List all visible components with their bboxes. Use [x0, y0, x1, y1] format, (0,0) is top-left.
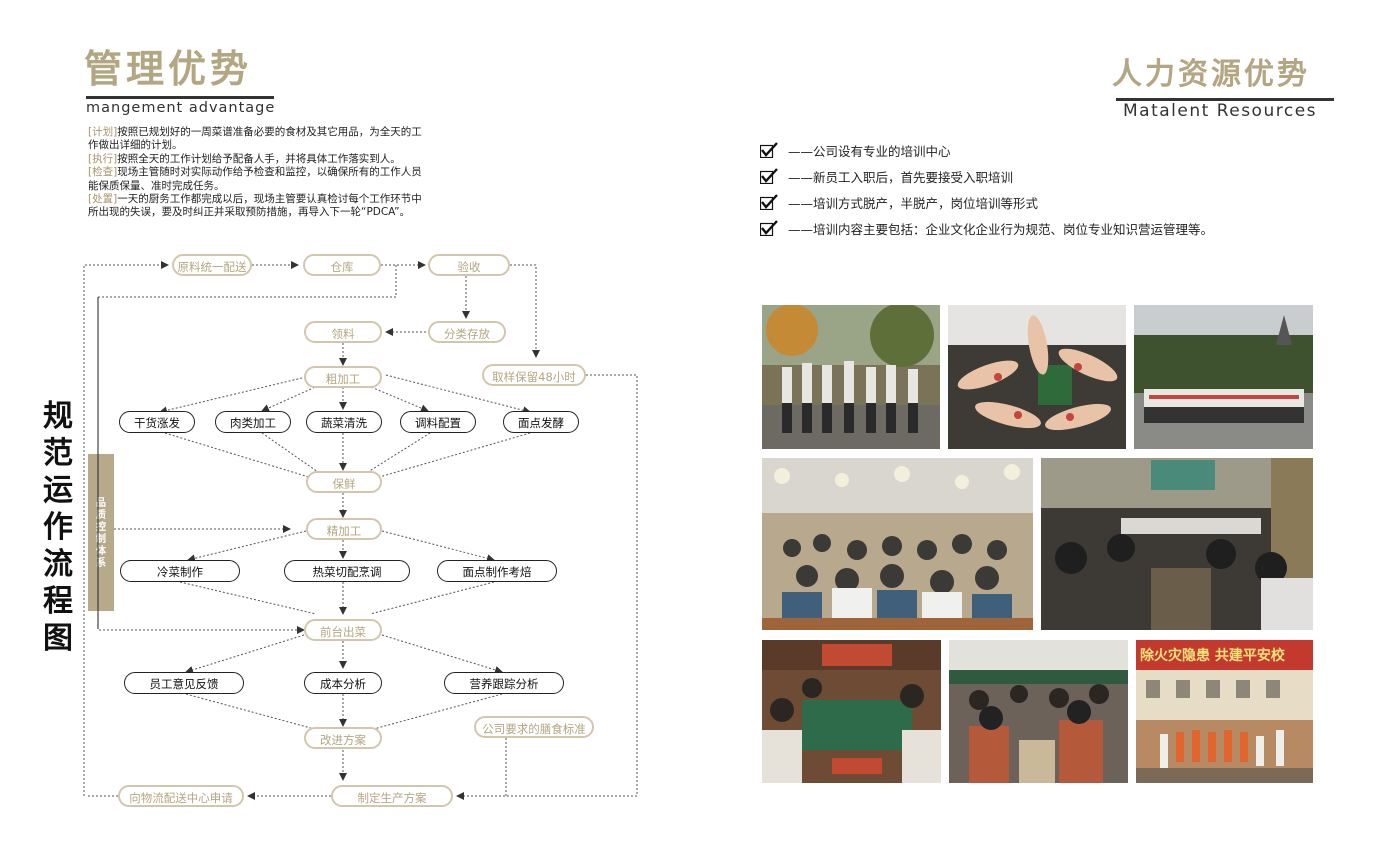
node-meat-process: 肉类加工 [215, 411, 291, 433]
node-hot-dish: 热菜切配烹调 [284, 560, 410, 582]
node-cold-dish: 冷菜制作 [120, 560, 240, 582]
intro-tag: [计划] [88, 126, 118, 138]
photo-conference-hall [762, 458, 1033, 630]
node-inspection: 验收 [428, 254, 510, 276]
checkbox-checked-icon [760, 194, 778, 210]
checkbox-checked-icon [760, 142, 778, 158]
vertical-title: 规范运作流程图 [38, 398, 78, 657]
checklist-item: ——培训方式脱产，半脱产，岗位培训等形式 [760, 189, 1213, 215]
checkbox-checked-icon [760, 168, 778, 184]
node-company-std: 公司要求的膳食标准 [474, 716, 594, 738]
node-cost-analysis: 成本分析 [304, 672, 382, 694]
photo-fire-safety: 除火灾隐患 共建平安校 [1136, 640, 1313, 783]
node-classify-store: 分类存放 [428, 321, 506, 343]
right-title-underline [1116, 98, 1334, 101]
management-intro: [计划]按照已规划好的一周菜谱准备必要的食材及其它用品，为全天的工作做出详细的计… [88, 126, 422, 220]
node-preserve: 保鲜 [306, 471, 382, 493]
flow-connectors [83, 261, 638, 800]
photo-round-table [762, 640, 941, 783]
banner-text: 除火灾隐患 共建平安校 [1140, 647, 1286, 664]
right-title: 人力资源优势 [1112, 57, 1310, 92]
node-production-plan: 制定生产方案 [331, 785, 453, 807]
right-subtitle: Matalent Resources [1123, 101, 1318, 121]
checklist-text: ——培训方式脱产，半脱产，岗位培训等形式 [788, 195, 1039, 211]
node-raw-material: 原料统一配送 [172, 254, 252, 276]
vertical-title-char: 运 [43, 473, 73, 508]
intro-tag: [处置] [88, 193, 118, 206]
qc-label-char: 体 [96, 546, 106, 557]
node-dough: 面点发酵 [503, 411, 579, 433]
photo-hands-circle [948, 305, 1126, 449]
intro-text: 现场主管随时对实际动作给予检查和监控，以确保所有的工作人员 [117, 166, 422, 179]
node-veg-wash: 蔬菜清洗 [306, 411, 382, 433]
node-warehouse: 仓库 [303, 254, 381, 276]
node-rough-process: 粗加工 [304, 366, 382, 388]
checklist-item: ——新员工入职后，首先要接受入职培训 [760, 163, 1213, 189]
intro-line: 能保质保量、准时完成任务。 [88, 180, 422, 193]
intro-line: [执行]按照全天的工作计划给予配备人手，并将具体工作落实到人。 [88, 153, 422, 166]
quality-control-label: 品质控制体系 [94, 498, 108, 570]
intro-text: 一天的厨务工作都完成以后，现场主管要认真检讨每个工作环节中 [117, 193, 422, 206]
intro-line: [计划]按照已规划好的一周菜谱准备必要的食材及其它用品，为全天的工 [88, 126, 422, 139]
vertical-title-char: 程 [43, 584, 73, 619]
photo-team-dance [762, 305, 940, 449]
photo-meeting-room [1041, 458, 1313, 630]
node-nutrition: 营养跟踪分析 [444, 672, 564, 694]
vertical-title-char: 图 [43, 621, 73, 656]
intro-text: 按照已规划好的一周菜谱准备必要的食材及其它用品，为全天的工 [117, 126, 422, 138]
node-fine-process: 精加工 [306, 518, 382, 540]
left-title: 管理优势 [84, 47, 253, 91]
node-pastry: 面点制作考焙 [437, 560, 557, 582]
intro-tag: [执行] [88, 152, 118, 165]
node-front-serve: 前台出菜 [304, 619, 382, 641]
vertical-title-char: 规 [43, 399, 73, 434]
checklist-item: ——公司设有专业的培训中心 [760, 137, 1213, 163]
node-receive: 领料 [304, 321, 382, 343]
intro-text: 作做出详细的计划。 [88, 139, 183, 152]
qc-label-char: 品 [96, 498, 106, 509]
photo-outdoor-group [1134, 305, 1313, 449]
qc-label-char: 质 [96, 510, 106, 521]
intro-text: 按照全天的工作计划给予配备人手，并将具体工作落实到人。 [117, 152, 401, 165]
node-staff-feedback: 员工意见反馈 [124, 672, 244, 694]
intro-text: 所出现的失误，要及时纠正并采取预防措施，再导入下一轮“PDCA”。 [88, 206, 411, 219]
checklist-text: ——培训内容主要包括：企业文化企业行为规范、岗位专业知识营运管理等。 [788, 221, 1214, 237]
vertical-title-char: 范 [43, 436, 73, 471]
left-subtitle: mangement advantage [86, 100, 276, 116]
intro-line: 作做出详细的计划。 [88, 139, 422, 152]
qc-label-char: 系 [96, 558, 106, 569]
intro-line: 所出现的失误，要及时纠正并采取预防措施，再导入下一轮“PDCA”。 [88, 206, 422, 219]
node-seasoning: 调料配置 [400, 411, 476, 433]
node-sample-keep: 取样保留48小时 [482, 364, 586, 386]
intro-text: 能保质保量、准时完成任务。 [88, 179, 225, 192]
vertical-title-char: 作 [43, 510, 73, 545]
left-title-underline [86, 96, 274, 99]
node-improve: 改进方案 [304, 727, 382, 749]
checklist-text: ——新员工入职后，首先要接受入职培训 [788, 169, 1014, 185]
qc-label-char: 控 [96, 522, 106, 533]
node-logistics: 向物流配送中心申请 [118, 785, 244, 807]
quality-control-bar [88, 454, 114, 611]
checklist-item: ——培训内容主要包括：企业文化企业行为规范、岗位专业知识营运管理等。 [760, 215, 1213, 241]
intro-tag: [检查] [88, 166, 118, 179]
node-dry-goods: 干货涨发 [119, 411, 195, 433]
checklist-text: ——公司设有专业的培训中心 [788, 143, 951, 159]
intro-line: [检查]现场主管随时对实际动作给予检查和监控，以确保所有的工作人员 [88, 166, 422, 179]
vertical-title-char: 流 [43, 547, 73, 582]
checkbox-checked-icon [760, 220, 778, 236]
qc-label-char: 制 [96, 534, 106, 545]
intro-line: [处置]一天的厨务工作都完成以后，现场主管要认真检讨每个工作环节中 [88, 193, 422, 206]
photo-training-session [949, 640, 1128, 783]
training-checklist: ——公司设有专业的培训中心 ——新员工入职后，首先要接受入职培训 ——培训方式脱产，… [760, 137, 1213, 241]
